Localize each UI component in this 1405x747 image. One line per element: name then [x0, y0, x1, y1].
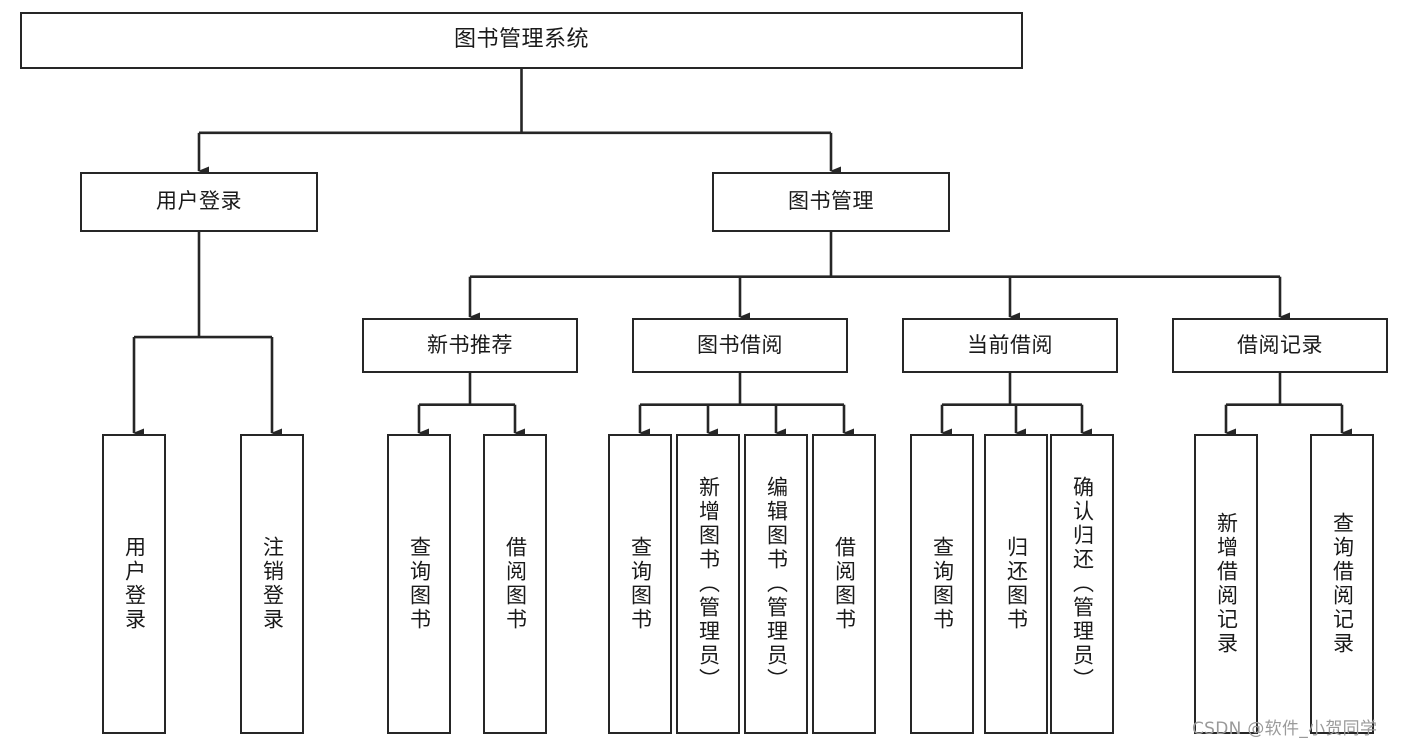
node-label: 图书管理 — [788, 189, 874, 214]
node-label: 归还图书 — [1004, 536, 1029, 632]
node-leaf-query-book-3[interactable]: 查询图书 — [910, 434, 974, 734]
node-label: 确认归还（管理员） — [1070, 476, 1095, 692]
node-label: 借阅记录 — [1237, 332, 1323, 357]
node-leaf-confirm-return[interactable]: 确认归还（管理员） — [1050, 434, 1114, 734]
node-leaf-return-book[interactable]: 归还图书 — [984, 434, 1048, 734]
node-label: 注销登录 — [260, 536, 285, 632]
node-leaf-query-book-1[interactable]: 查询图书 — [387, 434, 451, 734]
node-label: 图书借阅 — [697, 332, 783, 357]
node-leaf-query-book-2[interactable]: 查询图书 — [608, 434, 672, 734]
node-current-borrow[interactable]: 当前借阅 — [902, 318, 1118, 373]
node-label: 用户登录 — [122, 536, 147, 632]
node-label: 查询图书 — [628, 536, 653, 632]
node-root-system[interactable]: 图书管理系统 — [20, 12, 1023, 69]
node-leaf-borrow-book-1[interactable]: 借阅图书 — [483, 434, 547, 734]
node-book-borrow[interactable]: 图书借阅 — [632, 318, 848, 373]
node-leaf-user-login[interactable]: 用户登录 — [102, 434, 166, 734]
node-label: 编辑图书（管理员） — [764, 476, 789, 692]
node-new-book-recommend[interactable]: 新书推荐 — [362, 318, 578, 373]
node-book-management[interactable]: 图书管理 — [712, 172, 950, 232]
node-label: 查询图书 — [930, 536, 955, 632]
node-label: 借阅图书 — [832, 536, 857, 632]
node-leaf-add-book[interactable]: 新增图书（管理员） — [676, 434, 740, 734]
node-label: 查询借阅记录 — [1330, 512, 1355, 656]
node-borrow-record[interactable]: 借阅记录 — [1172, 318, 1388, 373]
node-label: 查询图书 — [407, 536, 432, 632]
node-leaf-borrow-book-2[interactable]: 借阅图书 — [812, 434, 876, 734]
node-label: 用户登录 — [156, 189, 242, 214]
node-label: 借阅图书 — [503, 536, 528, 632]
node-leaf-edit-book[interactable]: 编辑图书（管理员） — [744, 434, 808, 734]
node-label: 新增借阅记录 — [1214, 512, 1239, 656]
node-label: 新书推荐 — [427, 332, 513, 357]
watermark-text: CSDN @软件_小贺同学 — [1192, 719, 1378, 739]
node-label: 新增图书（管理员） — [696, 476, 721, 692]
node-leaf-query-record[interactable]: 查询借阅记录 — [1310, 434, 1374, 734]
node-leaf-user-logout[interactable]: 注销登录 — [240, 434, 304, 734]
node-label: 当前借阅 — [967, 332, 1053, 357]
node-user-login[interactable]: 用户登录 — [80, 172, 318, 232]
node-leaf-add-record[interactable]: 新增借阅记录 — [1194, 434, 1258, 734]
node-label: 图书管理系统 — [453, 27, 589, 53]
connector-lines — [132, 69, 1352, 438]
